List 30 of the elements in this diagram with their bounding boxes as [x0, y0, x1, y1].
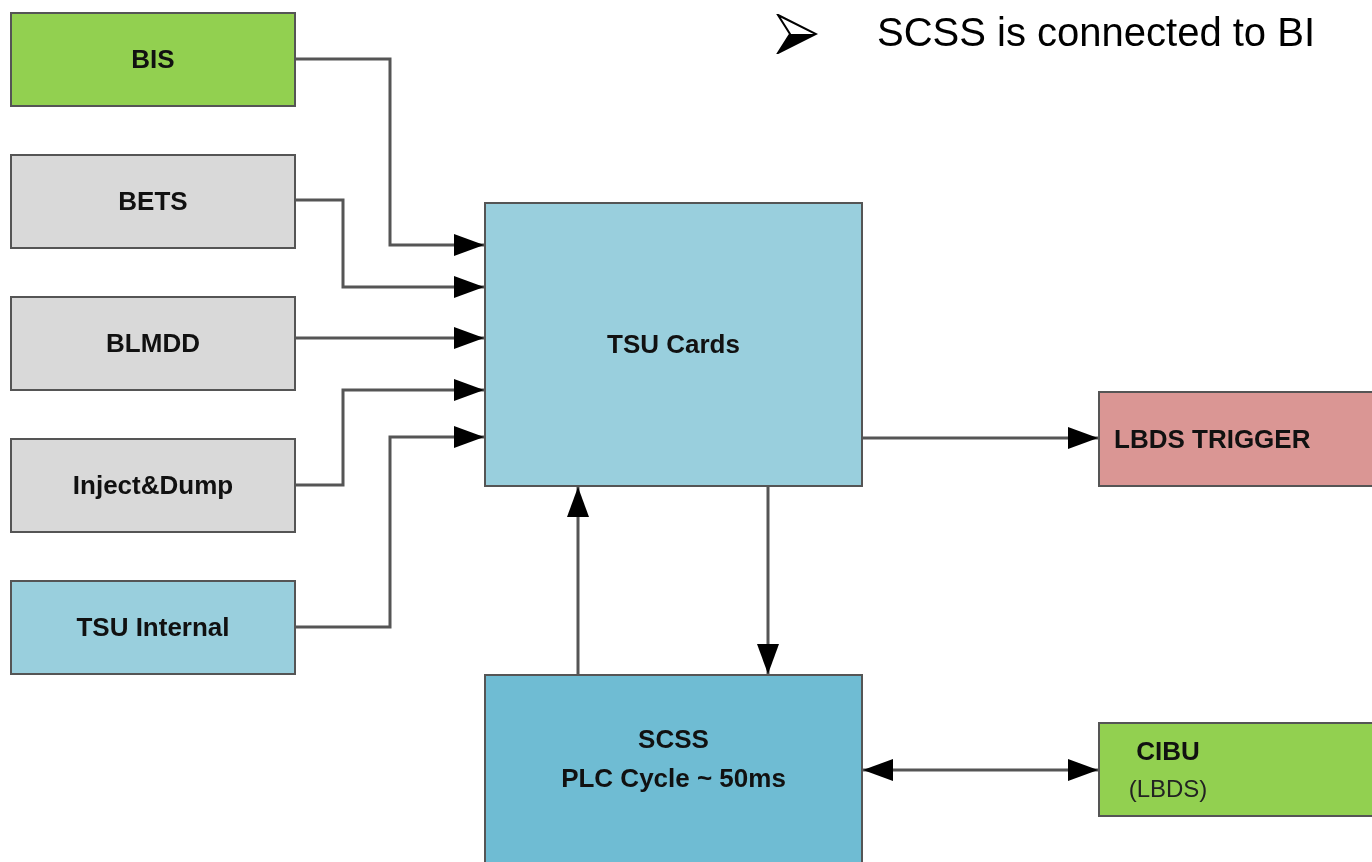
arrow — [296, 57, 484, 256]
source-box — [10, 296, 296, 391]
arrow — [567, 487, 589, 674]
arrow — [296, 379, 484, 487]
controller-box — [484, 674, 863, 862]
source-box — [10, 580, 296, 675]
box-label: CIBU — [1136, 735, 1200, 768]
process-box — [484, 202, 863, 487]
source-box — [10, 154, 296, 249]
arrow — [757, 487, 779, 674]
arrow — [296, 198, 484, 298]
box-label: TSU Internal — [76, 611, 230, 644]
box-label: Inject&Dump — [72, 469, 234, 502]
box-label: BETS — [118, 185, 188, 218]
source-box — [10, 438, 296, 533]
box-label: LBDS TRIGGER — [1114, 422, 1311, 456]
box-label: TSU Cards — [607, 328, 740, 361]
box-label: BLMDD — [106, 327, 200, 360]
output-box — [1098, 391, 1372, 487]
arrow — [863, 427, 1098, 449]
arrow — [863, 759, 1098, 781]
box-label: BIS — [131, 43, 175, 76]
box-label: SCSS — [638, 723, 709, 756]
interface-box — [1098, 722, 1372, 817]
box-sublabel: (LBDS) — [1128, 774, 1208, 804]
bullet-text: SCSS is connected to BI — [877, 10, 1315, 55]
source-box — [10, 12, 296, 107]
box-sublabel: PLC Cycle ~ 50ms — [561, 762, 786, 795]
arrow — [296, 426, 484, 629]
arrow — [296, 327, 484, 349]
